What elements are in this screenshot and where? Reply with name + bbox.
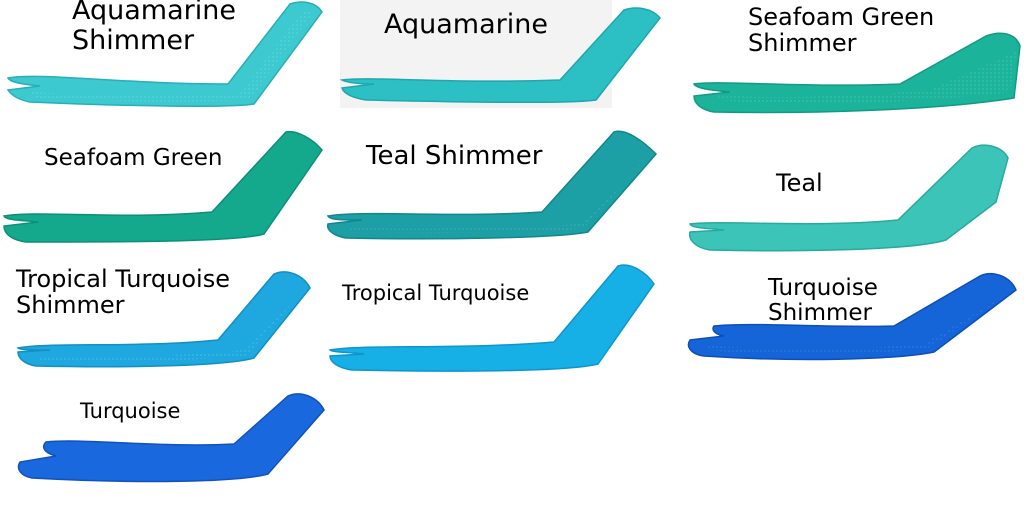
- swatch-label: Turquoise: [80, 399, 181, 423]
- swatch-tropical-turquoise: Tropical Turquoise: [326, 262, 666, 378]
- swatch-label: Turquoise Shimmer: [768, 275, 878, 327]
- arm-sleeve-icon: [328, 264, 655, 372]
- swatch-label: Aquamarine: [384, 9, 548, 40]
- swatch-aquamarine: Aquamarine: [339, 0, 670, 110]
- arm-sleeve-icon: [6, 1, 323, 107]
- swatch-label: Seafoam Green: [44, 145, 223, 171]
- swatch-label: Teal Shimmer: [366, 141, 543, 171]
- swatch-label: Aquamarine Shimmer: [72, 0, 236, 56]
- arm-sleeve-icon: [326, 130, 658, 240]
- swatch-turquoise: Turquoise: [12, 390, 332, 500]
- arm-sleeve-icon: [17, 393, 325, 483]
- swatch-seafoam-green: Seafoam Green: [0, 128, 330, 248]
- arm-sleeve-icon: [692, 32, 1021, 114]
- swatch-seafoam-green-shimmer: Seafoam Green Shimmer: [690, 0, 1024, 120]
- swatch-label: Tropical Turquoise: [342, 281, 530, 305]
- swatch-label: Tropical Turquoise Shimmer: [16, 265, 230, 320]
- swatch-tropical-turquoise-shimmer: Tropical Turquoise Shimmer: [0, 262, 320, 378]
- swatch-teal-shimmer: Teal Shimmer: [322, 128, 662, 248]
- arm-sleeve-icon: [2, 130, 323, 243]
- swatch-label: Teal: [776, 169, 823, 197]
- swatch-label: Seafoam Green Shimmer: [748, 3, 935, 58]
- arm-sleeve-icon: [687, 272, 1017, 361]
- arm-sleeve-icon: [688, 144, 1009, 252]
- swatch-turquoise-shimmer: Turquoise Shimmer: [684, 266, 1024, 366]
- swatch-aquamarine-shimmer: Aquamarine Shimmer: [0, 0, 340, 120]
- arm-sleeve-icon: [339, 7, 661, 104]
- swatch-teal: Teal: [684, 140, 1024, 256]
- arm-sleeve-icon: [16, 271, 311, 368]
